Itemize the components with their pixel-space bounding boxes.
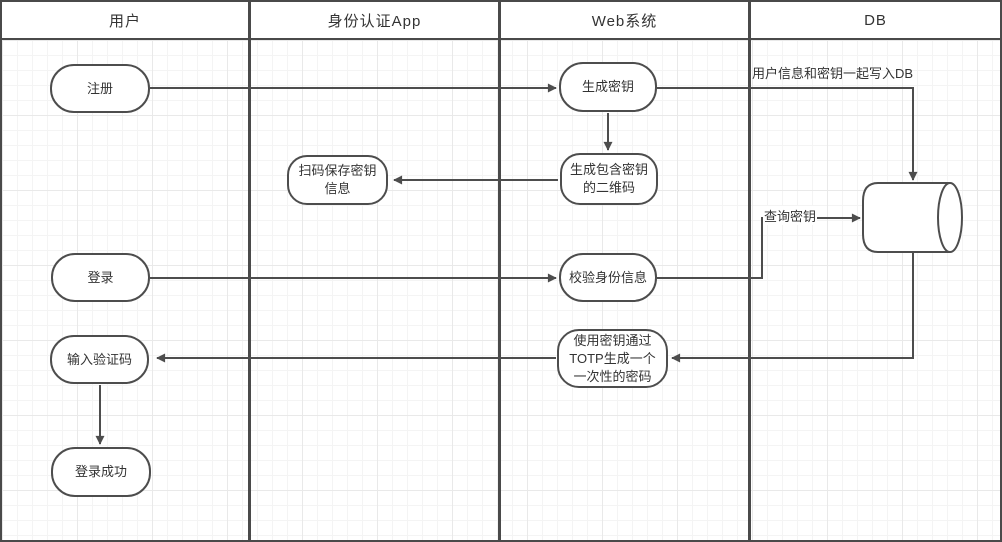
node-register[interactable]: 注册 bbox=[50, 64, 150, 113]
node-scan-save-key[interactable]: 扫码保存密钥 信息 bbox=[287, 155, 388, 205]
node-generate-qr[interactable]: 生成包含密钥 的二维码 bbox=[560, 153, 658, 205]
edge-label-query-key: 查询密钥 bbox=[763, 206, 818, 225]
edge-label-write-db: 用户信息和密钥一起写入DB bbox=[752, 66, 914, 81]
lane-header-web-system[interactable]: Web系统 bbox=[591, 12, 658, 30]
edge-db-to-totp bbox=[671, 253, 914, 363]
node-verify-identity[interactable]: 校验身份信息 bbox=[559, 253, 657, 302]
node-enter-code[interactable]: 输入验证码 bbox=[50, 335, 149, 384]
lane-header-divider bbox=[0, 38, 1002, 40]
grid-background bbox=[2, 40, 1000, 540]
node-login-success[interactable]: 登录成功 bbox=[51, 447, 151, 497]
node-login[interactable]: 登录 bbox=[51, 253, 150, 302]
lane-header-db[interactable]: DB bbox=[864, 11, 887, 29]
lane-divider bbox=[748, 0, 751, 542]
lane-header-user[interactable]: 用户 bbox=[108, 12, 141, 30]
node-generate-key[interactable]: 生成密钥 bbox=[559, 62, 657, 112]
lane-divider bbox=[248, 0, 251, 542]
lane-header-auth-app[interactable]: 身份认证App bbox=[327, 12, 422, 30]
edge-generate-key-to-db bbox=[657, 87, 918, 181]
database-cylinder[interactable] bbox=[862, 182, 963, 253]
lane-divider bbox=[498, 0, 501, 542]
node-totp-generate[interactable]: 使用密钥通过 TOTP生成一个 一次性的密码 bbox=[557, 329, 668, 388]
